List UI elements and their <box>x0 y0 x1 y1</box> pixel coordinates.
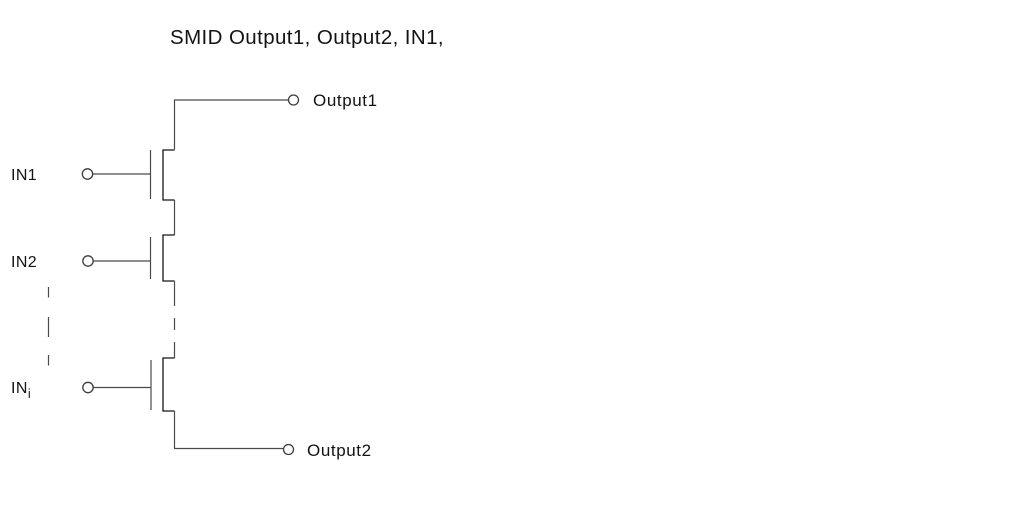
nmos-transistor-i: INi <box>11 357 175 412</box>
schematic-title: SMID Output1, Output2, IN1, <box>170 26 444 49</box>
output1-wire <box>173 99 289 150</box>
nmos-transistor-1: IN1 <box>11 149 175 201</box>
output2-rail: Output2 <box>173 411 372 460</box>
output1-label: Output1 <box>313 91 378 110</box>
in1-label-text: IN1 <box>11 167 37 184</box>
ini-label-subscript: i <box>28 387 31 401</box>
in1-terminal-circle <box>81 168 94 180</box>
in2-label: IN2 <box>11 254 37 271</box>
ini-channel-body <box>162 357 175 412</box>
in1-channel-body <box>162 149 175 201</box>
ini-label: INi <box>11 380 31 401</box>
output1-rail: Output1 <box>173 91 378 150</box>
ini-label-text: IN <box>11 380 28 397</box>
output2-label: Output2 <box>307 441 372 460</box>
output2-terminal-circle <box>282 443 295 456</box>
in1-label: IN1 <box>11 167 37 184</box>
ini-terminal-circle <box>82 381 94 394</box>
in2-terminal-circle <box>82 255 94 267</box>
nmos-transistor-2: IN2 <box>11 234 175 282</box>
in2-label-text: IN2 <box>11 254 37 271</box>
output1-terminal-circle <box>287 94 300 106</box>
in2-channel-body <box>162 234 175 282</box>
output2-wire <box>173 411 284 450</box>
